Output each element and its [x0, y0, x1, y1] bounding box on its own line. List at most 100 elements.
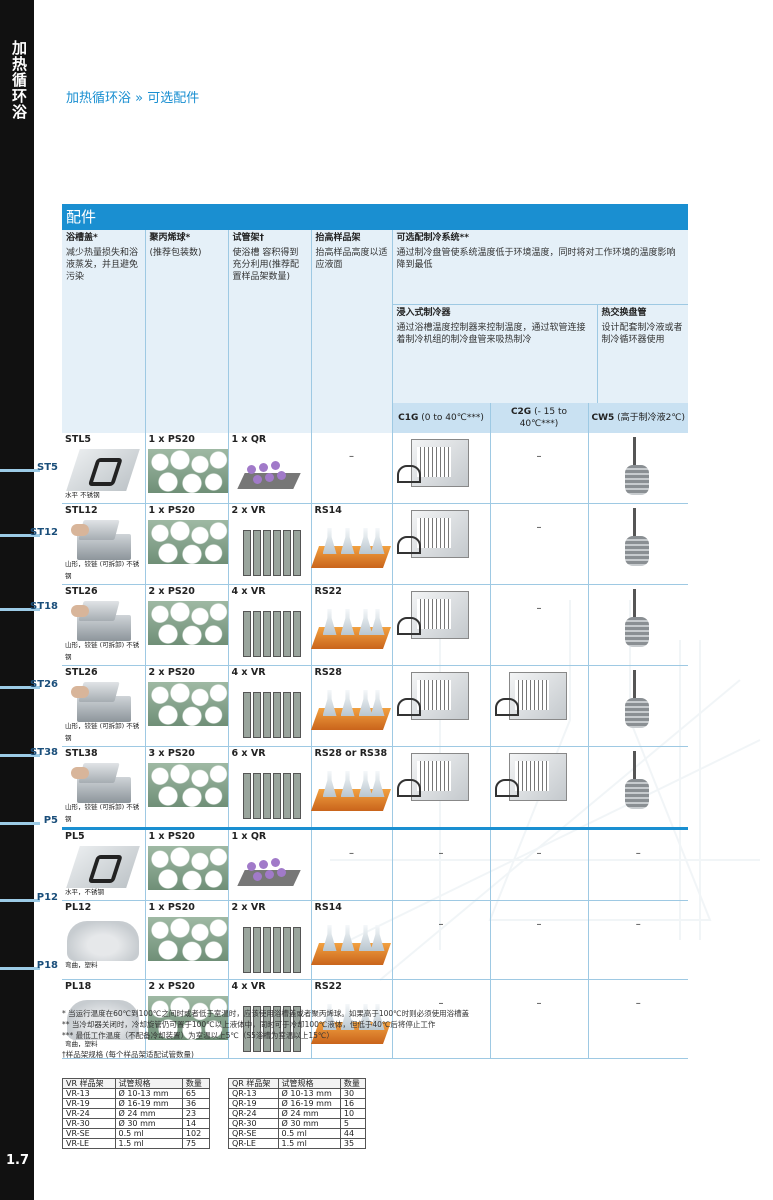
- raised-cell: RS22: [310, 979, 393, 1059]
- raised-cell: –: [311, 433, 393, 504]
- coil-image: [623, 508, 653, 568]
- rack-cell: 1 x QR: [228, 433, 312, 504]
- lid-note: 山形，铰链 (可拆卸) 不锈钢: [65, 560, 140, 580]
- empty-dash: –: [438, 998, 444, 1009]
- model-range: (- 15 to 40℃***): [519, 407, 568, 429]
- raised-rack-image: [310, 680, 391, 744]
- model-name: CW5: [591, 413, 615, 423]
- header-desc: 抬高样品高度以适应液面: [315, 248, 388, 270]
- side-tab: ST12: [0, 527, 58, 540]
- empty-dash: –: [349, 848, 354, 859]
- rack-image: [237, 682, 303, 742]
- model-c1g: C1G (0 to 40℃***): [392, 403, 491, 433]
- raised-cell: RS14: [310, 503, 393, 585]
- spec-cell: 30: [339, 1088, 367, 1099]
- spec-cell: 1.5 ml: [277, 1138, 341, 1149]
- lid-image: [66, 846, 141, 888]
- lid-model: STL38: [65, 748, 98, 759]
- balls-label: 2 x PS20: [148, 586, 195, 597]
- empty-dash: –: [349, 451, 354, 462]
- raised-cell: –: [311, 828, 393, 901]
- spec-cell: 65: [181, 1088, 211, 1099]
- sidebar-band: 加热循环浴 1.7: [0, 0, 34, 1200]
- lid-note: 山形，铰链 (可拆卸) 不锈钢: [65, 641, 140, 661]
- c2g-cell: –: [490, 433, 589, 504]
- header-title: 试管架†: [232, 233, 265, 243]
- raised-label: RS14: [314, 505, 342, 516]
- spec-cell: Ø 16-19 mm: [114, 1098, 183, 1109]
- balls-label: 1 x PS20: [148, 505, 195, 516]
- spec-header: 试管规格: [277, 1078, 341, 1089]
- model-range: (高于制冷液2℃): [614, 413, 685, 423]
- spec-cell: Ø 16-19 mm: [277, 1098, 341, 1109]
- spec-cell: QR-13: [228, 1088, 279, 1099]
- side-tab-label: ST12: [30, 527, 58, 538]
- empty-dash: –: [635, 848, 641, 859]
- spec-cell: QR-LE: [228, 1138, 279, 1149]
- c1g-cell: –: [392, 979, 491, 1059]
- spec-cell: 102: [181, 1128, 211, 1139]
- cw5-cell: [588, 746, 688, 830]
- balls-label: 2 x PS20: [148, 667, 195, 678]
- header-title: 可选配制冷系统**: [396, 233, 469, 243]
- raised-rack-image: [310, 761, 391, 825]
- spec-cell: 44: [339, 1128, 367, 1139]
- header-desc: 通过制冷盘管使系统温度低于环境温度，同时将对工作环境的温度影响降到最低: [396, 248, 676, 270]
- c2g-cell: [490, 665, 589, 747]
- spec-cell: 0.5 ml: [114, 1128, 183, 1139]
- chiller-image: [494, 668, 567, 726]
- spec-cell: VR-LE: [62, 1138, 116, 1149]
- chiller-image: [494, 749, 567, 807]
- cw5-cell: –: [588, 900, 688, 980]
- header-cell: 浴槽盖* 减少热量损失和浴液蒸发，并且避免污染: [62, 230, 146, 433]
- model-cw5: CW5 (高于制冷液2℃): [588, 403, 688, 433]
- side-tab: P5: [0, 815, 58, 828]
- lid-model: STL12: [65, 505, 98, 516]
- spec-cell: QR-30: [228, 1118, 279, 1129]
- raised-cell: RS14: [310, 900, 393, 980]
- lid-model: PL12: [65, 902, 92, 913]
- balls-image: [147, 601, 228, 645]
- balls-image: [147, 917, 228, 961]
- coil-image: [623, 670, 653, 730]
- lid-image: [71, 763, 135, 803]
- model-range: (0 to 40℃***): [418, 413, 484, 423]
- footnotes: * 当运行温度在60℃到100℃之间时或者低于室温时，应该使用浴槽盖或者聚丙烯球…: [62, 1008, 702, 1060]
- cw5-cell: [588, 433, 688, 504]
- model-name: C1G: [398, 413, 419, 423]
- balls-image: [147, 763, 228, 807]
- lid-cell: STL38 山形，铰链 (可拆卸) 不锈钢: [62, 746, 146, 830]
- c2g-cell: –: [490, 900, 589, 980]
- header-cell: 试管架† 使浴槽 容积得到充分利用(推荐配置样品架数量): [228, 230, 312, 433]
- spec-cell: QR-24: [228, 1108, 279, 1119]
- immersion-title: 浸入式制冷器: [396, 308, 451, 318]
- lid-image: [71, 682, 135, 722]
- spec-header-row: QR 样品架试管规格数量: [228, 1078, 367, 1089]
- raised-label: RS28 or RS38: [314, 748, 388, 759]
- rack-cell: 2 x VR: [228, 503, 312, 585]
- balls-label: 3 x PS20: [148, 748, 195, 759]
- lid-note: 山形，铰链 (可拆卸) 不锈钢: [65, 803, 140, 823]
- spec-cell: 36: [181, 1098, 211, 1109]
- lid-note: 山形，铰链 (可拆卸) 不锈钢: [65, 722, 140, 742]
- side-tab-label: P12: [36, 892, 58, 903]
- cw5-cell: –: [588, 979, 688, 1059]
- side-tab: P18: [0, 960, 58, 973]
- side-tab-label: P18: [36, 960, 58, 971]
- c1g-cell: [392, 746, 491, 830]
- empty-dash: –: [536, 919, 542, 930]
- side-tab-label: ST18: [30, 601, 58, 612]
- rack-image: [236, 451, 303, 501]
